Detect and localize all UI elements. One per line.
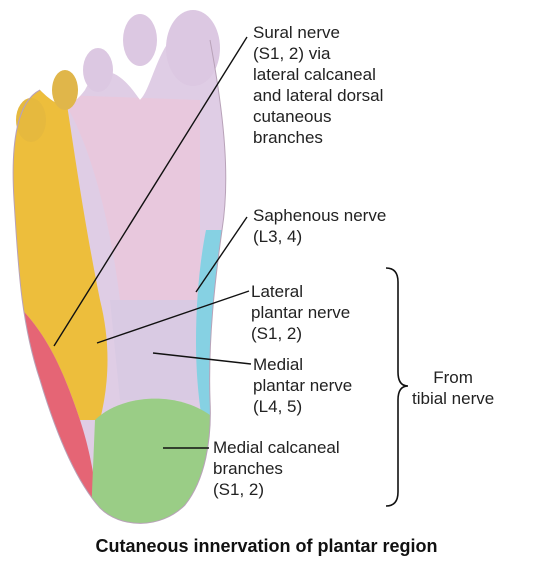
sural-nerve-label: Sural nerve (S1, 2) via lateral calcanea… bbox=[253, 22, 383, 148]
sural-line-4: and lateral dorsal bbox=[253, 86, 384, 105]
sural-line-6: branches bbox=[253, 128, 323, 147]
medial-plantar-region bbox=[110, 300, 205, 400]
tibial-line-1: From bbox=[433, 368, 473, 387]
medial-plantar-leader-line bbox=[152, 352, 252, 365]
saphenous-nerve-label: Saphenous nerve (L3, 4) bbox=[253, 205, 386, 247]
fifth-toe bbox=[16, 98, 46, 142]
lateral-plantar-line-2: plantar nerve bbox=[251, 303, 351, 322]
medial-calcaneal-line-3: (S1, 2) bbox=[213, 480, 265, 499]
medial-calcaneal-region bbox=[90, 398, 215, 524]
sural-line-1: Sural nerve bbox=[253, 23, 340, 42]
medial-plantar-nerve-label: Medial plantar nerve (L4, 5) bbox=[253, 354, 352, 417]
toes bbox=[16, 10, 220, 142]
saphenous-line-1: Saphenous nerve bbox=[253, 206, 387, 225]
medial-calcaneal-branches-label: Medial calcaneal branches (S1, 2) bbox=[213, 437, 340, 500]
second-toe bbox=[123, 14, 157, 66]
medial-calcaneal-line-2: branches bbox=[213, 459, 283, 478]
saphenous-leader-line bbox=[195, 216, 248, 293]
tibial-bracket bbox=[385, 267, 409, 507]
sural-line-5: cutaneous bbox=[253, 107, 332, 126]
lateral-plantar-band bbox=[60, 95, 200, 330]
lateral-plantar-leader-line bbox=[96, 290, 250, 344]
foot-outline bbox=[12, 39, 227, 524]
medial-plantar-line-1: Medial bbox=[253, 355, 304, 374]
fourth-toe bbox=[52, 70, 78, 110]
sural-leader-line bbox=[53, 36, 248, 347]
lateral-plantar-nerve-label: Lateral plantar nerve (S1, 2) bbox=[251, 281, 350, 344]
lateral-plantar-line-3: (S1, 2) bbox=[251, 324, 303, 343]
lateral-plantar-line-1: Lateral bbox=[251, 282, 303, 301]
tibial-nerve-group-label: From tibial nerve bbox=[412, 367, 494, 409]
sural-region bbox=[13, 60, 108, 420]
figure-caption: Cutaneous innervation of plantar region bbox=[95, 536, 438, 556]
tibial-line-2: tibial nerve bbox=[412, 389, 495, 408]
medial-calcaneal-line-1: Medial calcaneal bbox=[213, 438, 340, 457]
saphenous-line-2: (L3, 4) bbox=[253, 227, 303, 246]
sural-line-2: (S1, 2) via bbox=[253, 44, 331, 63]
third-toe bbox=[83, 48, 113, 92]
medial-plantar-line-3: (L4, 5) bbox=[253, 397, 303, 416]
leader-lines bbox=[53, 36, 252, 449]
big-toe bbox=[166, 10, 220, 86]
sural-line-3: lateral calcaneal bbox=[253, 65, 376, 84]
medial-plantar-line-2: plantar nerve bbox=[253, 376, 353, 395]
